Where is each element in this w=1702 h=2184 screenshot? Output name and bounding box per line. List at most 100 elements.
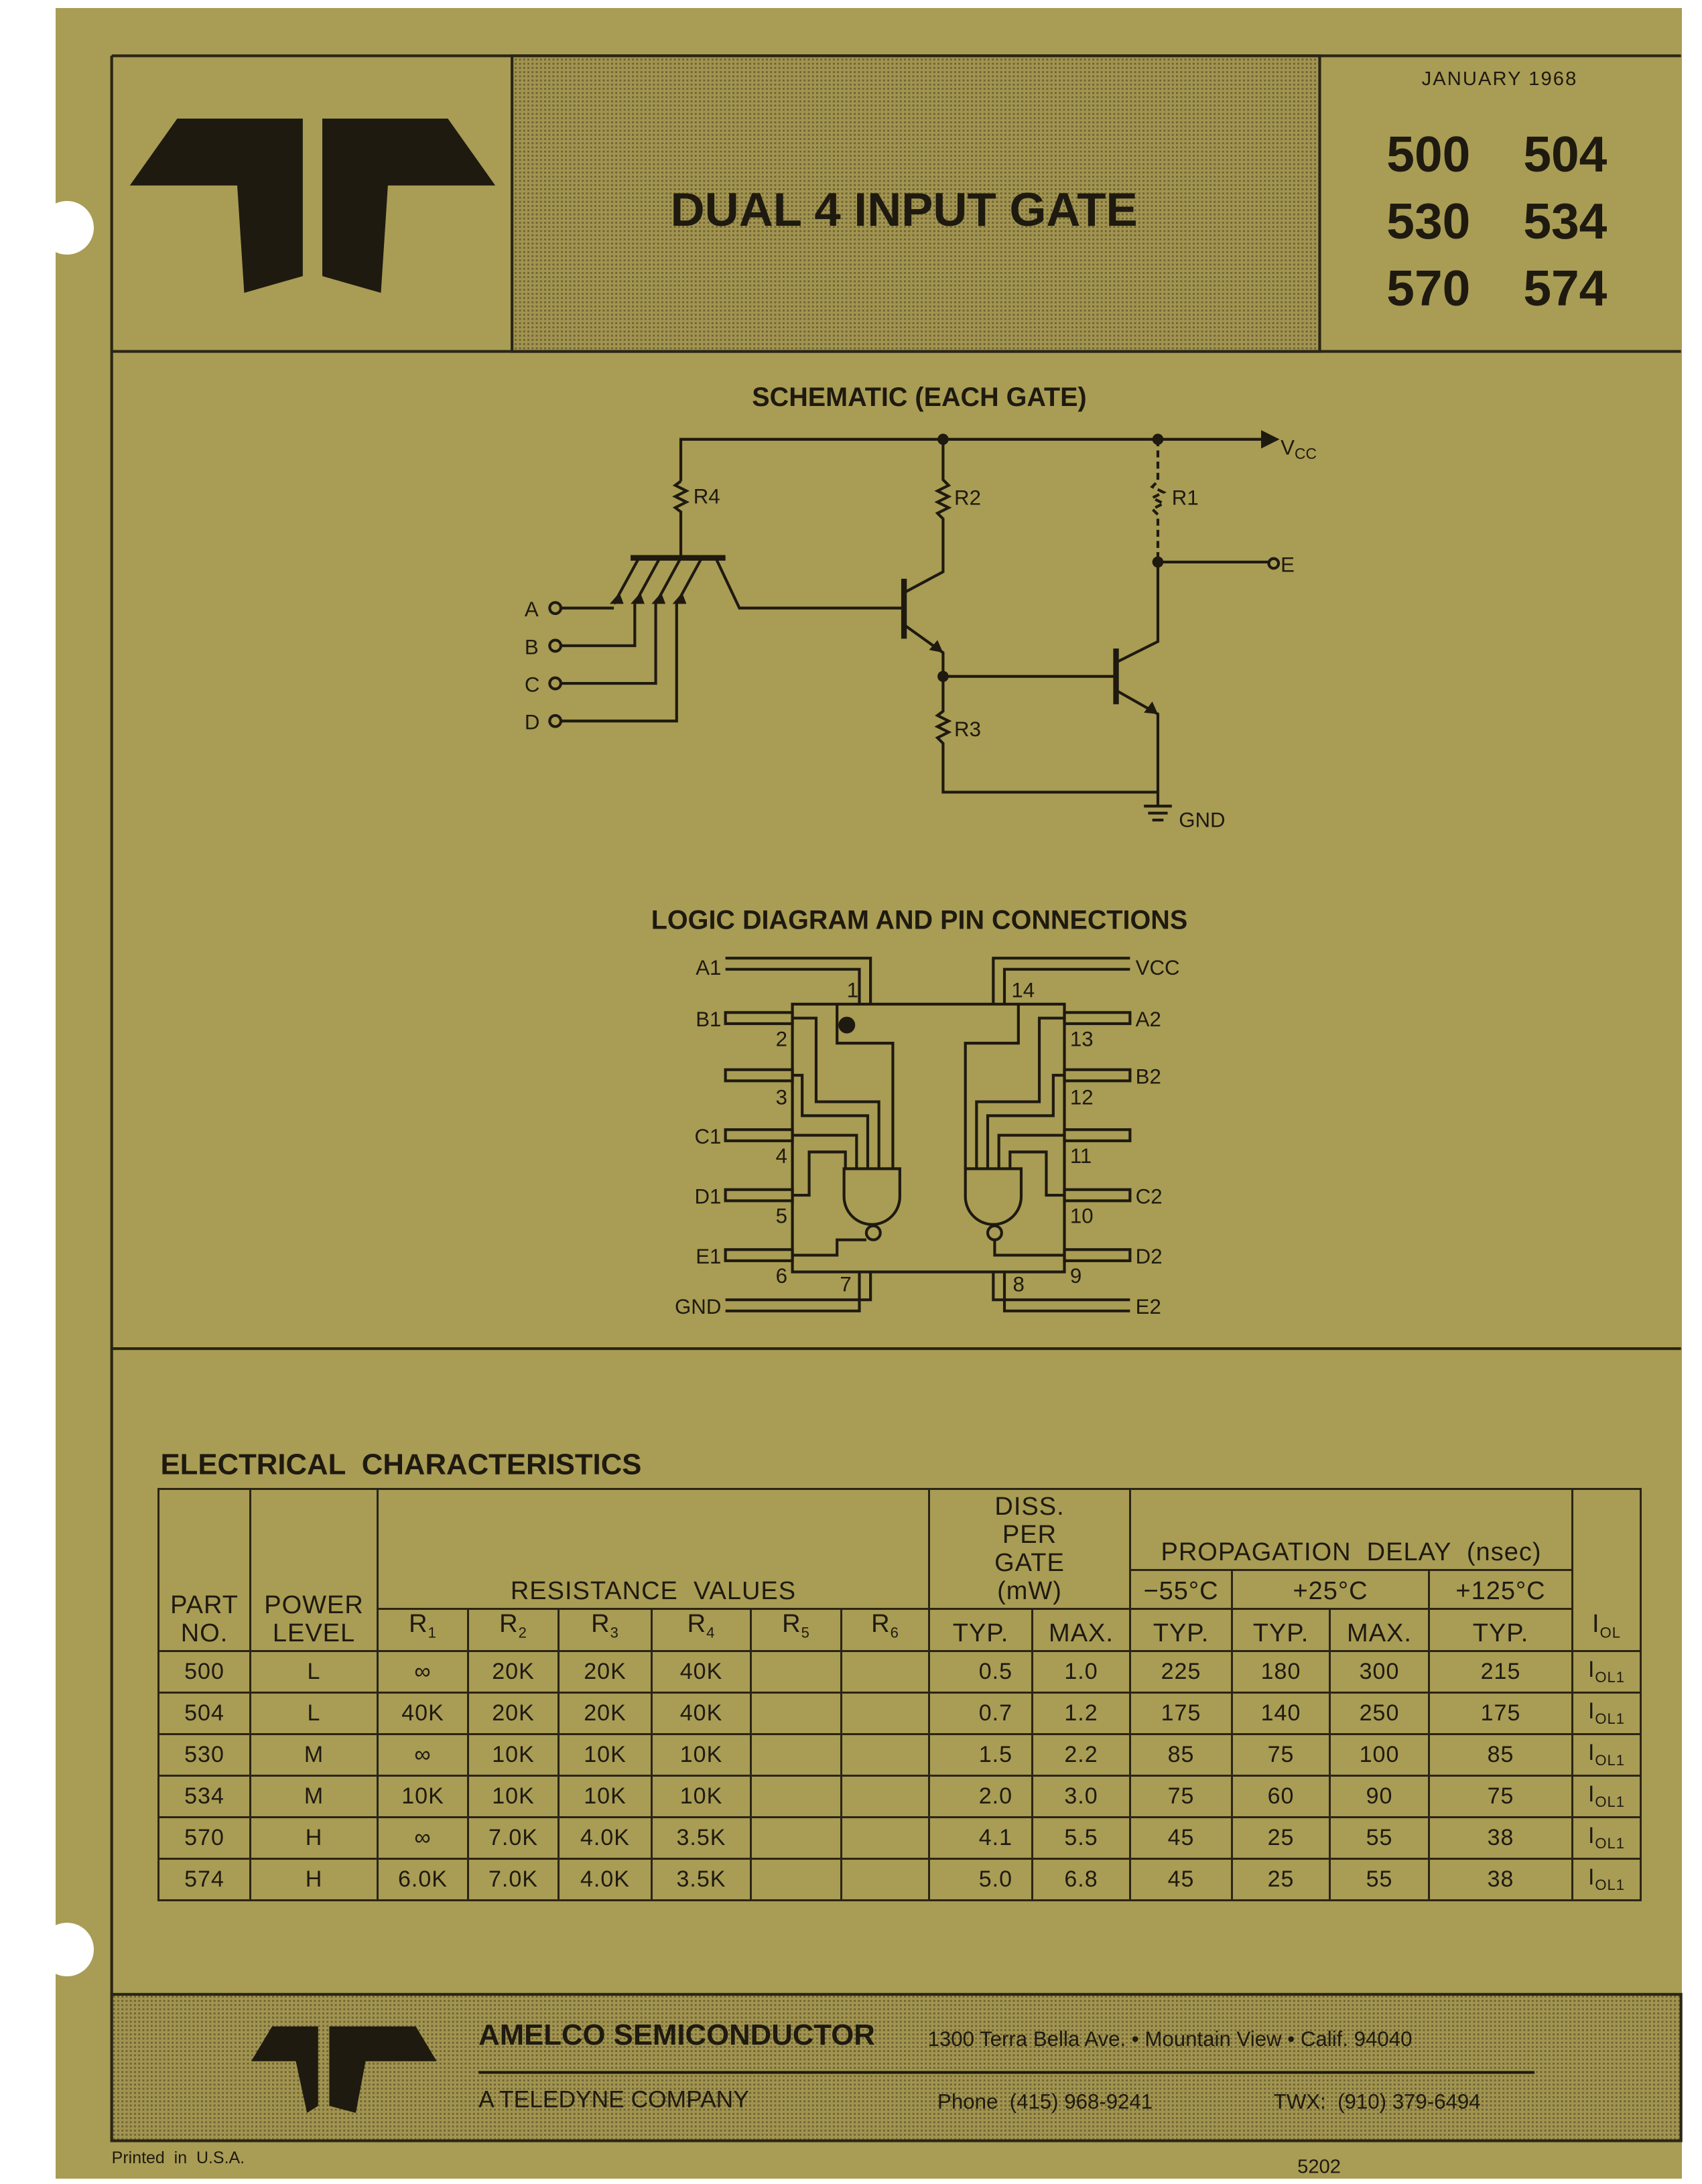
table-cell: H — [249, 1857, 379, 1901]
logic-pin-labels: A1 B1 C1 D1 E1 GND VCC A2 B2 C2 D2 E2 1 … — [675, 956, 1180, 1318]
header-125-typ: TYP. — [1428, 1608, 1573, 1652]
table-cell — [750, 1649, 842, 1694]
table-cell: 2.0 — [928, 1774, 1033, 1818]
table-cell: 175 — [1129, 1691, 1233, 1735]
header-25-typ: TYP. — [1231, 1608, 1331, 1652]
table-cell: 215 — [1428, 1649, 1573, 1694]
logic-diagram — [724, 957, 1132, 1312]
header-r3: R3 — [558, 1608, 653, 1652]
pin-number: 5 — [776, 1205, 787, 1228]
table-cell: 75 — [1231, 1732, 1331, 1777]
table-cell: 90 — [1329, 1774, 1430, 1818]
table-cell: 6.0K — [377, 1857, 469, 1901]
table-cell: 574 — [157, 1857, 251, 1901]
header-temp-minus55: −55°C — [1129, 1569, 1233, 1610]
table-cell: 5.5 — [1031, 1816, 1131, 1860]
input-c-label: C — [525, 673, 540, 697]
table-cell: 180 — [1231, 1649, 1331, 1694]
table-title: ELECTRICAL CHARACTERISTICS — [161, 1448, 642, 1481]
printed-in-note: Printed in U.S.A. — [112, 2148, 245, 2167]
header-m55-typ: TYP. — [1129, 1608, 1233, 1652]
table-cell: 25 — [1231, 1816, 1331, 1860]
table-cell: IOL1 — [1571, 1691, 1642, 1735]
pin1-indicator-dot — [838, 1016, 856, 1034]
header-diss-typ: TYP. — [928, 1608, 1033, 1652]
r2-label: R2 — [954, 486, 981, 510]
pin-number: 3 — [776, 1086, 787, 1109]
part-number: 534 — [1523, 193, 1607, 249]
document-title: DUAL 4 INPUT GATE — [670, 183, 1137, 236]
table-cell: 85 — [1129, 1732, 1233, 1777]
table-cell: 20K — [467, 1649, 560, 1694]
pin-label: VCC — [1136, 956, 1180, 979]
header-r6: R6 — [840, 1608, 930, 1652]
table-cell: ∞ — [377, 1732, 469, 1777]
pin-label: C2 — [1136, 1185, 1163, 1209]
header-r4: R4 — [651, 1608, 752, 1652]
header-temp-25: +25°C — [1231, 1569, 1430, 1610]
gnd-label: GND — [1179, 808, 1225, 831]
table-cell: 20K — [558, 1649, 653, 1694]
table-cell — [750, 1774, 842, 1818]
schematic-diagram — [548, 429, 1281, 822]
pin-number: 8 — [1012, 1273, 1024, 1296]
pin-number: 14 — [1011, 978, 1035, 1002]
table-cell: 500 — [157, 1649, 251, 1694]
header-diss-max: MAX. — [1031, 1608, 1131, 1652]
table-cell: 530 — [157, 1732, 251, 1777]
table-cell: 75 — [1129, 1774, 1233, 1818]
pin-label: E1 — [696, 1245, 721, 1268]
table-cell: 45 — [1129, 1816, 1233, 1860]
table-cell: 75 — [1428, 1774, 1573, 1818]
pin-label: D2 — [1136, 1245, 1163, 1268]
r1-label: R1 — [1172, 486, 1199, 510]
table-cell — [750, 1857, 842, 1901]
table-cell — [750, 1732, 842, 1777]
table-cell — [840, 1691, 930, 1735]
pin-label: C1 — [694, 1125, 721, 1148]
pin-label: GND — [675, 1295, 721, 1318]
table-cell: ∞ — [377, 1649, 469, 1694]
phone-number: Phone (415) 968-9241 — [937, 2090, 1153, 2114]
pin-number: 13 — [1070, 1027, 1094, 1050]
table-cell: 55 — [1329, 1857, 1430, 1901]
table-cell: 3.5K — [651, 1816, 752, 1860]
table-cell: IOL1 — [1571, 1774, 1642, 1818]
pin-label: B1 — [696, 1008, 721, 1031]
table-cell: 570 — [157, 1816, 251, 1860]
pin-label: A2 — [1136, 1008, 1161, 1031]
input-b-label: B — [525, 635, 539, 659]
table-cell: H — [249, 1816, 379, 1860]
pin-number: 6 — [776, 1264, 787, 1288]
table-cell: M — [249, 1732, 379, 1777]
teledyne-logo — [129, 118, 496, 293]
table-cell: 4.0K — [558, 1816, 653, 1860]
header-25-max: MAX. — [1329, 1608, 1430, 1652]
table-cell: 1.0 — [1031, 1649, 1131, 1694]
pin-number: 4 — [776, 1144, 787, 1168]
table-cell: 60 — [1231, 1774, 1331, 1818]
table-cell: 10K — [651, 1732, 752, 1777]
table-cell: 85 — [1428, 1732, 1573, 1777]
header-iol: IOL — [1571, 1488, 1642, 1652]
publication-date: JANUARY 1968 — [1422, 68, 1578, 90]
table-cell: 4.0K — [558, 1857, 653, 1901]
footer-logo — [251, 2026, 437, 2113]
table-cell: 38 — [1428, 1816, 1573, 1860]
input-a-label: A — [525, 598, 539, 621]
part-number: 574 — [1523, 260, 1607, 316]
table-cell: 10K — [377, 1774, 469, 1818]
schematic-title: SCHEMATIC (EACH GATE) — [752, 383, 1086, 412]
table-cell — [840, 1732, 930, 1777]
table-cell: 5.0 — [928, 1857, 1033, 1901]
punch-hole — [40, 201, 94, 255]
table-cell: IOL1 — [1571, 1649, 1642, 1694]
header-r2: R2 — [467, 1608, 560, 1652]
table-cell: 300 — [1329, 1649, 1430, 1694]
table-cell: 7.0K — [467, 1816, 560, 1860]
